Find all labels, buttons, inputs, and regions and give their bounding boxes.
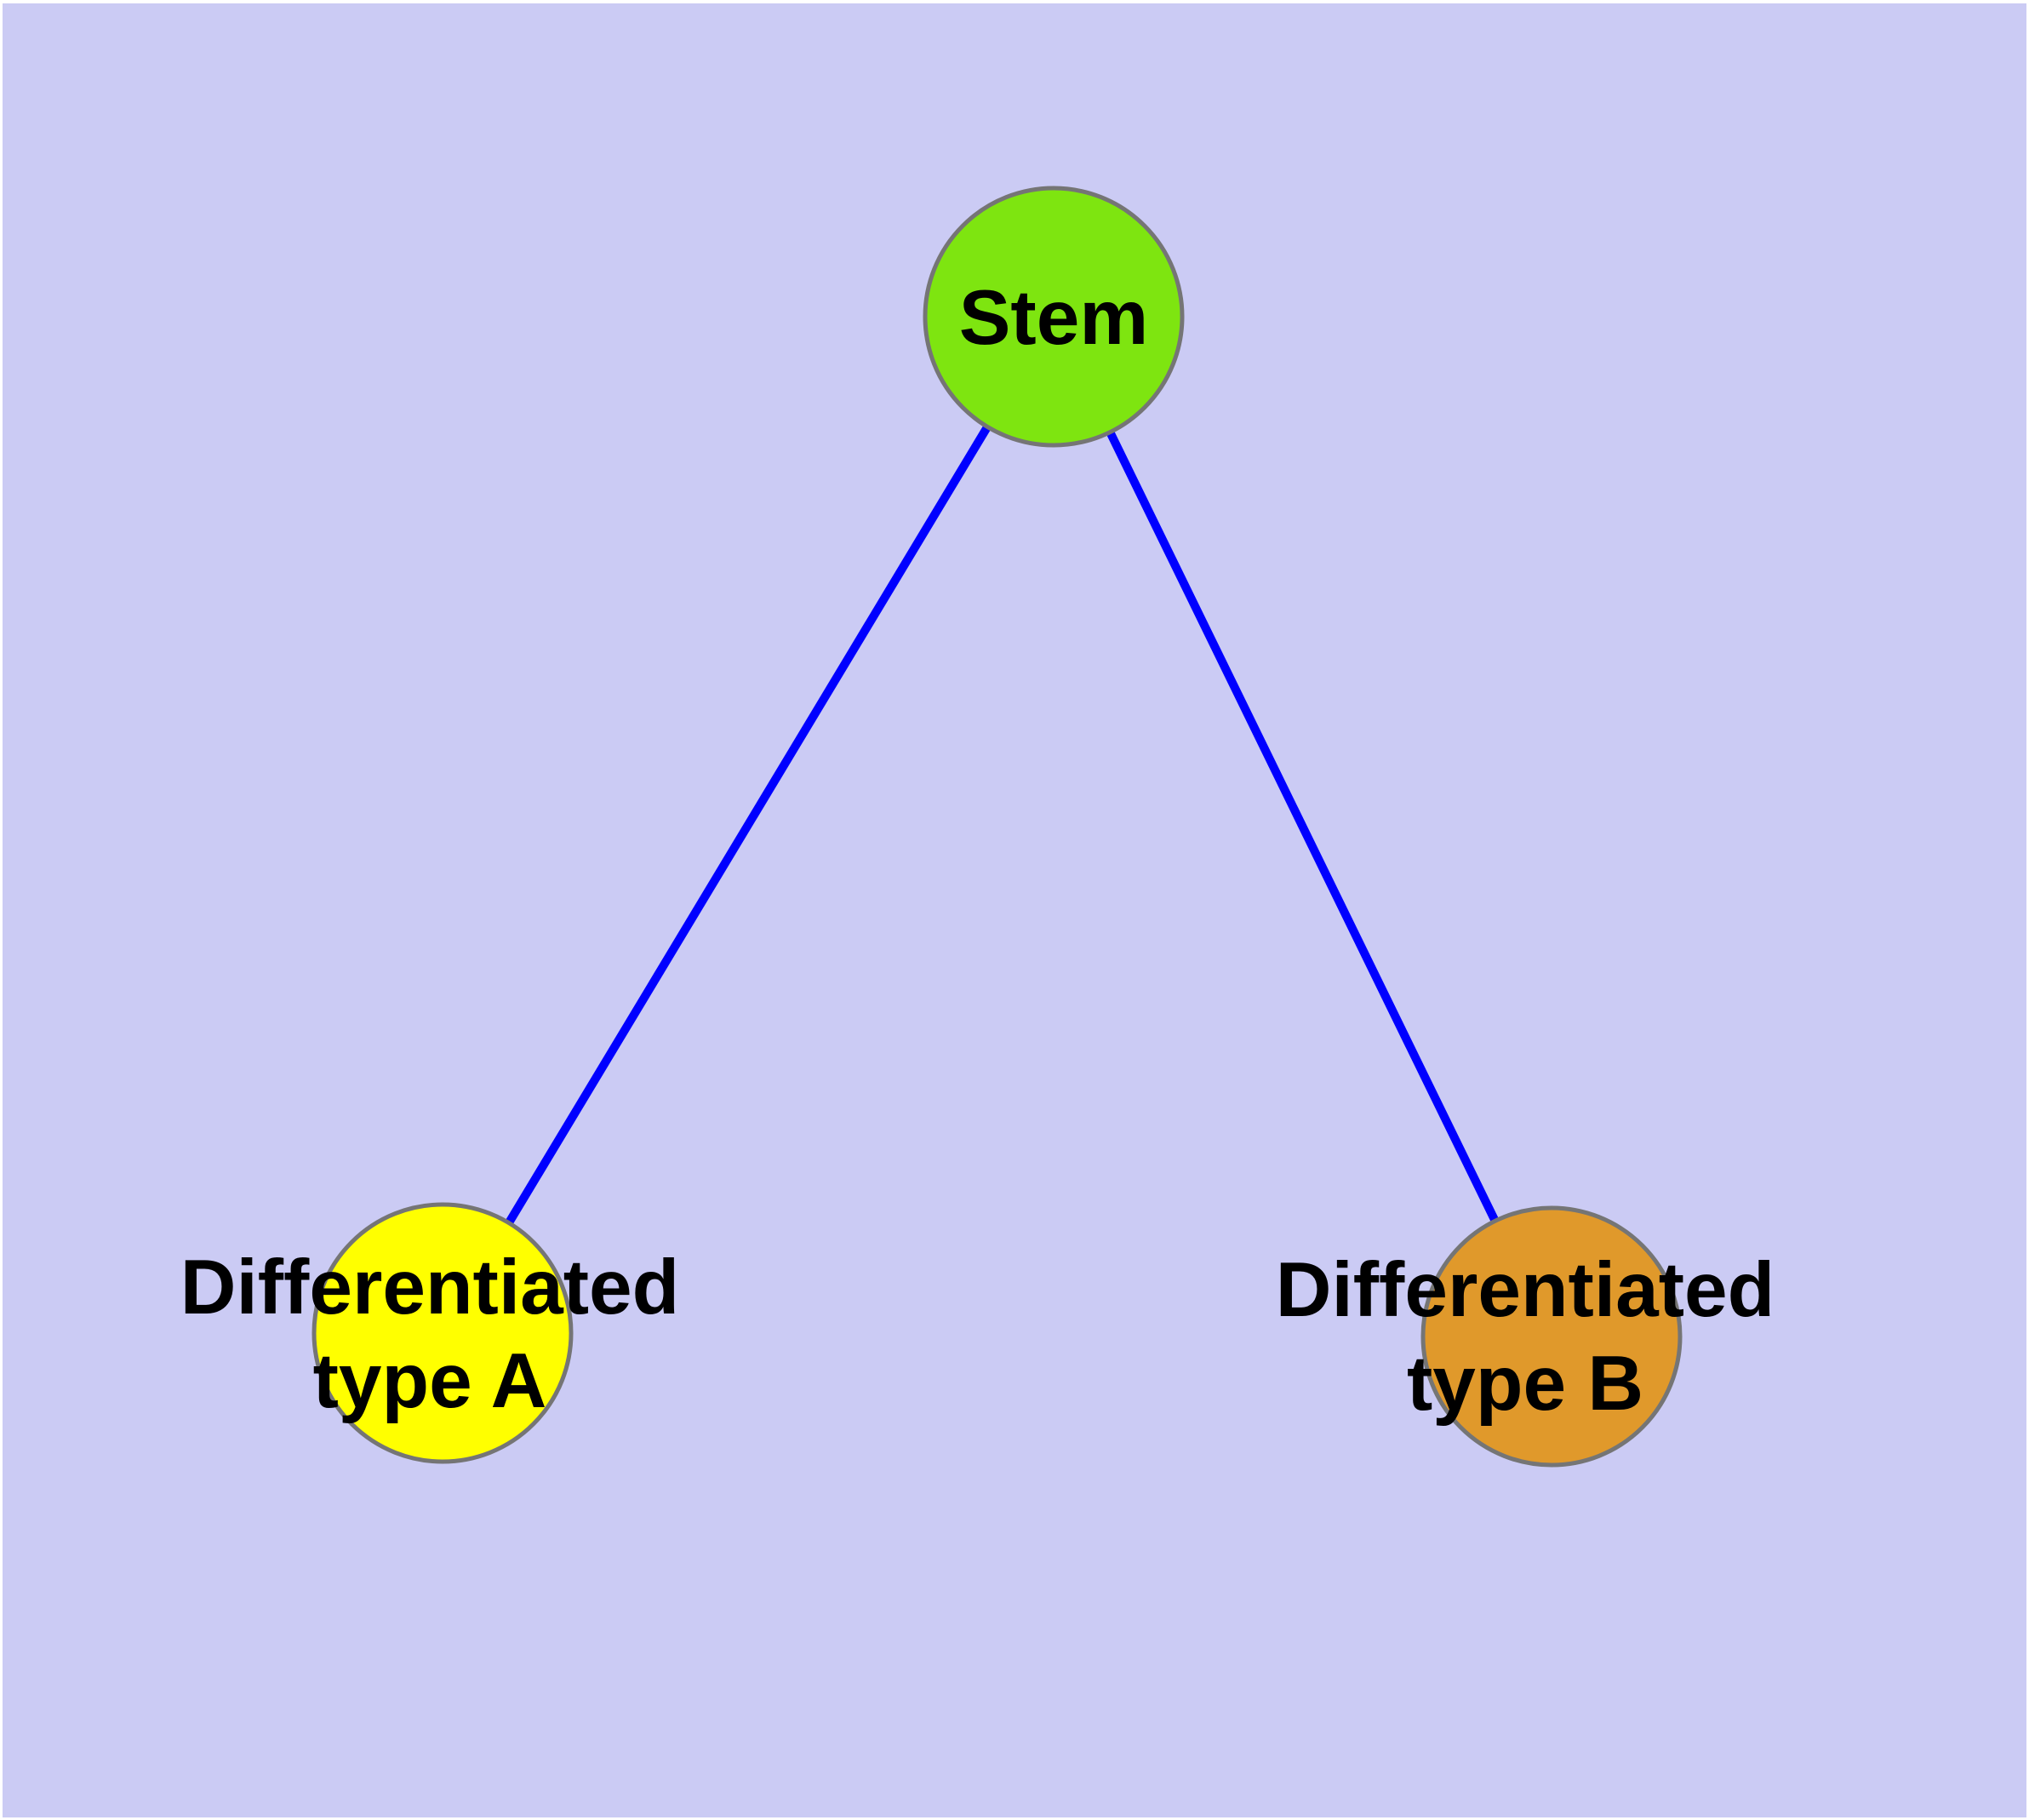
- edge-stem-to-type-b: [1049, 314, 1556, 1339]
- edge-stem-to-type-a: [438, 314, 1058, 1336]
- node-differentiated-type-a: [311, 1202, 574, 1464]
- node-stem: [923, 186, 1185, 448]
- node-differentiated-type-b: [1420, 1205, 1683, 1468]
